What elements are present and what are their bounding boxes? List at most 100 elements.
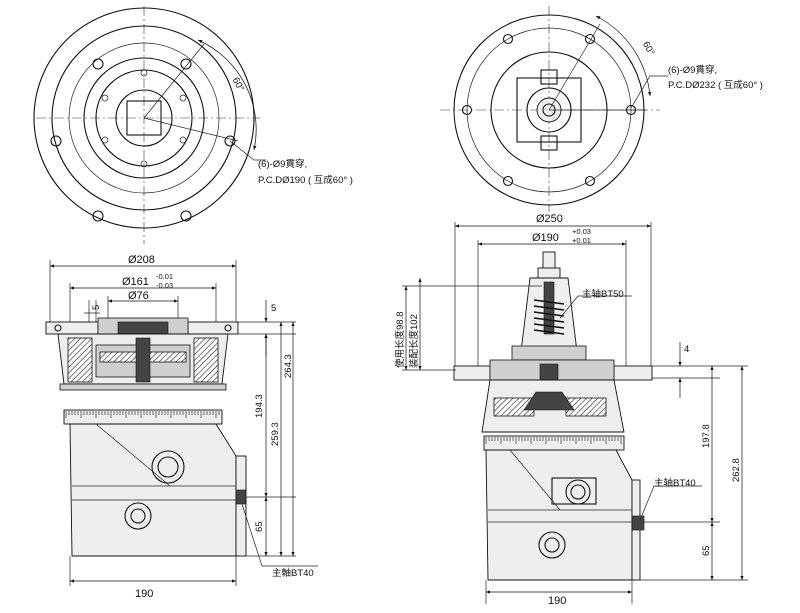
right-bt40-leader — [639, 485, 702, 521]
left-spindle-label: 主軸BT40 — [272, 567, 314, 579]
left-top-angle-arc — [197, 39, 257, 151]
left-top-square-pocket — [126, 100, 162, 136]
bolt-hole — [50, 135, 62, 147]
right-top-hole-note-2: P.C.DØ232 ( 互成60° ) — [668, 79, 763, 91]
bolt-hole — [584, 33, 596, 45]
right-side-port — [565, 479, 591, 505]
bolt-hole — [502, 175, 514, 187]
left-hatch-left — [67, 337, 93, 383]
spring-coil — [533, 323, 565, 329]
right-front-port-inner — [544, 537, 560, 553]
right-dim-197-8: 197.8 — [701, 424, 712, 448]
right-flange-collar — [511, 345, 587, 361]
left-top-leader — [229, 140, 266, 161]
right-pull-stud-collar — [537, 267, 561, 279]
right-top-key-top — [540, 69, 558, 85]
right-dim-250: Ø250 — [536, 213, 563, 225]
left-dim-5-right: 5 — [271, 303, 276, 314]
small-hole — [140, 69, 148, 77]
left-hatch-right — [193, 337, 219, 383]
bolt-hole — [584, 175, 596, 187]
small-hole — [179, 136, 187, 144]
left-output-spindle — [235, 489, 247, 505]
right-side-view: Ø250 Ø190 +0.03 +0.01 — [394, 213, 748, 607]
right-flange-right — [613, 365, 653, 381]
spring-coil — [533, 317, 565, 323]
left-dim-5: 5 — [91, 305, 102, 310]
left-top-angle-ray — [143, 117, 239, 142]
left-flange-hole — [54, 324, 62, 332]
left-dim-161-tol-lower: -0.03 — [156, 281, 173, 290]
left-top-angle-ray — [143, 43, 205, 119]
left-dim-264-3: 264.3 — [283, 354, 294, 378]
left-side-port-inner — [157, 456, 179, 478]
right-top-angle-label: 60° — [640, 40, 657, 58]
bolt-hole — [180, 210, 192, 222]
right-top-angle-ray — [548, 23, 601, 111]
left-top-hole-note-1: (6)-Ø9貫穿, — [258, 158, 307, 170]
left-dim-161: Ø161 — [122, 276, 149, 288]
right-top-angle-arc — [595, 15, 652, 97]
right-bevel-gear — [523, 391, 575, 411]
spring-coil — [533, 311, 565, 317]
small-hole — [179, 94, 187, 102]
left-ring — [59, 383, 227, 391]
left-dim-65: 65 — [254, 521, 265, 532]
left-dim-259-3: 259.3 — [270, 422, 281, 446]
right-dim-65: 65 — [701, 545, 712, 556]
left-side-plate — [235, 455, 247, 557]
spring-coil — [533, 299, 565, 305]
right-spindle-bt50: 主轴BT50 — [582, 288, 624, 300]
right-spindle-bt40: 主轴BT40 — [654, 477, 696, 489]
right-dim-4: 4 — [684, 344, 689, 355]
right-dim-190-tol-lower: +0.01 — [572, 236, 591, 245]
right-output-spindle — [631, 515, 645, 531]
right-top-view: 60° (6)-Ø9貫穿, P.C.DØ232 ( 互成60° ) — [440, 6, 763, 212]
right-assembly-length: 装配长度102 — [408, 314, 420, 368]
right-side-boss — [551, 477, 597, 505]
left-lower-body — [69, 423, 237, 557]
left-shaft — [135, 337, 151, 383]
left-bt40-leader — [241, 503, 318, 567]
right-dim-190-tol-upper: +0.03 — [572, 227, 591, 236]
bolt-hole — [461, 104, 473, 116]
left-front-port-inner — [130, 508, 146, 524]
left-side-port — [151, 450, 185, 484]
right-pull-stud — [542, 251, 556, 271]
right-dim-262-8: 262.8 — [731, 458, 742, 482]
bolt-hole — [502, 33, 514, 45]
right-bt50-leader — [559, 295, 632, 319]
left-dim-161-tol-upper: -0.01 — [156, 272, 173, 281]
left-top-hole-note-2: P.C.DØ190 ( 互成60° ) — [258, 174, 353, 186]
bolt-hole — [180, 58, 192, 70]
left-flange-hole — [224, 324, 232, 332]
bolt-hole — [92, 210, 104, 222]
right-front-port — [538, 531, 566, 559]
small-hole — [140, 160, 148, 168]
right-dim-190dia: Ø190 — [532, 232, 559, 244]
left-top-view: 60° (6)-Ø9貫穿, P.C.DØ190 ( 互成60° ) — [33, 6, 353, 244]
small-hole — [101, 94, 109, 102]
spring-coil — [533, 329, 565, 335]
right-top-leader — [630, 75, 668, 109]
left-front-port — [124, 502, 152, 530]
right-top-hole-note-1: (6)-Ø9貫穿, — [668, 64, 717, 76]
right-lower-body — [485, 449, 633, 581]
left-body-chamfer — [95, 423, 171, 487]
left-scale-ticks — [65, 411, 220, 418]
right-scale-ticks — [485, 437, 622, 444]
left-dim-190: 190 — [135, 588, 153, 600]
left-dim-76: Ø76 — [128, 290, 149, 302]
right-spring — [533, 299, 565, 335]
right-side-port-inner — [570, 484, 586, 500]
right-usage-length: 使用长度98.8 — [394, 312, 406, 369]
left-top-bore-circle — [115, 89, 173, 147]
right-flange-left — [453, 365, 491, 381]
left-side-view: Ø208 Ø161 -0.01 -0.03 Ø76 5 — [45, 254, 318, 600]
left-flange-left — [45, 321, 99, 335]
left-dim-194-3: 194.3 — [254, 394, 265, 418]
spring-coil — [533, 305, 565, 311]
left-top-bolt-holes — [50, 58, 236, 222]
